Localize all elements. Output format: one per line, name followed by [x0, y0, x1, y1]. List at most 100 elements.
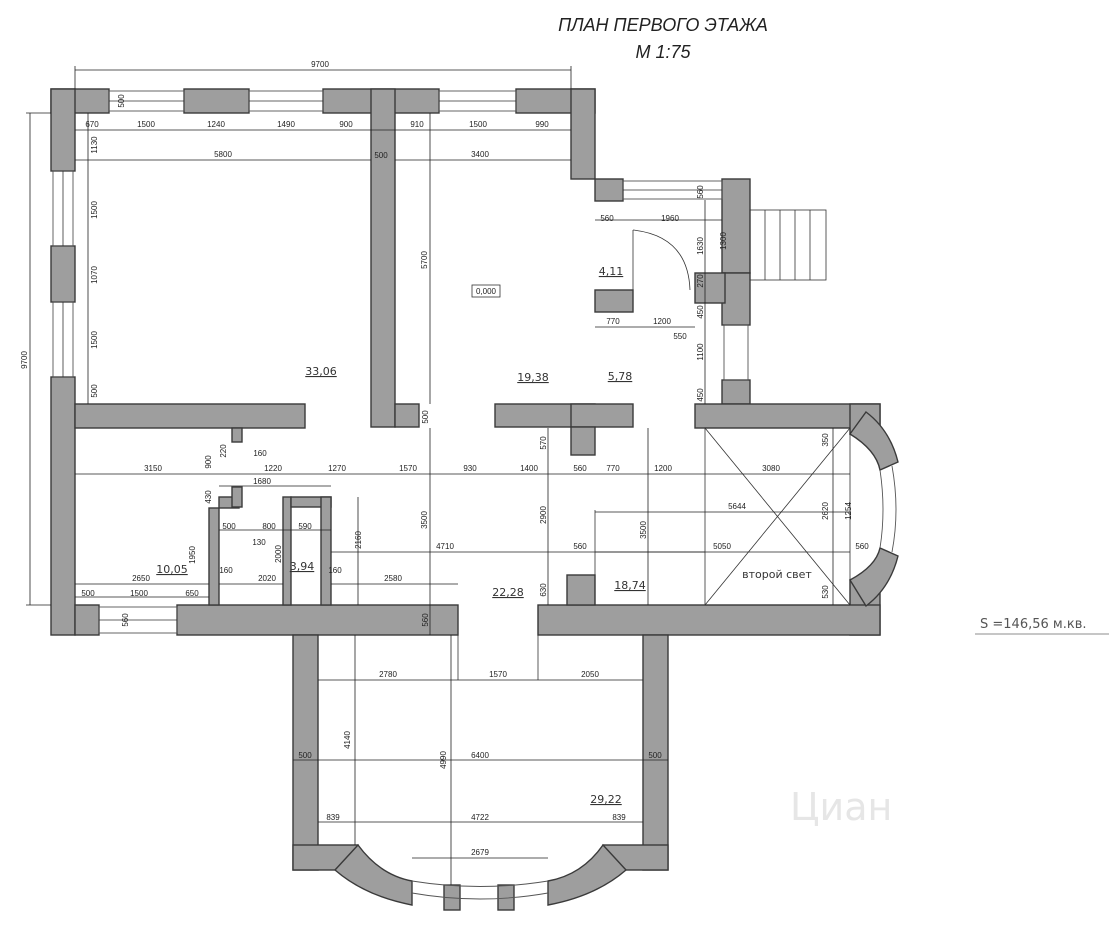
dim-label: 560: [855, 542, 869, 551]
dim-label: 1400: [520, 464, 538, 473]
dim-label: 160: [253, 449, 267, 458]
room-area-label: 3,94: [290, 560, 315, 573]
dim-label: 650: [185, 589, 199, 598]
dim-label: 130: [252, 538, 266, 547]
dim-label: 2160: [354, 531, 363, 549]
dim-label: 9700: [311, 60, 329, 69]
dim-label: 560: [121, 613, 130, 627]
dim-label: 1680: [253, 477, 271, 486]
dim-label: 1254: [844, 502, 853, 520]
dim-label: 500: [374, 151, 388, 160]
dim-label: 1960: [661, 214, 679, 223]
watermark-logo: Циан: [790, 785, 892, 829]
dim-label: 500: [222, 522, 236, 531]
room-areas: 33,06 19,38 5,78 4,11 10,05 3,94 22,28 1…: [156, 265, 646, 806]
dim-label: 770: [606, 317, 620, 326]
dim-label: 560: [421, 613, 430, 627]
dim-label: 670: [85, 120, 99, 129]
dim-label: 2020: [258, 574, 276, 583]
room-area-label: 19,38: [517, 371, 549, 384]
dim-label: 530: [821, 585, 830, 599]
dim-label: 930: [463, 464, 477, 473]
dim-label: 2580: [384, 574, 402, 583]
dim-label: 1300: [719, 232, 728, 250]
dim-label: 560: [573, 542, 587, 551]
dim-label: 430: [204, 490, 213, 504]
dim-label: 5700: [420, 251, 429, 269]
dim-label: 1270: [328, 464, 346, 473]
dim-label: 550: [673, 332, 687, 341]
windows: [52, 90, 897, 900]
dim-label: 1500: [137, 120, 155, 129]
dim-label: 900: [204, 455, 213, 469]
dim-label: 4722: [471, 813, 489, 822]
room-area-label: 22,28: [492, 586, 524, 599]
level-mark: 0,000: [476, 287, 497, 296]
dim-label: 220: [219, 444, 228, 458]
plan-title: ПЛАН ПЕРВОГО ЭТАЖА: [558, 15, 768, 35]
dim-label: 3500: [639, 521, 648, 539]
dim-label: 770: [606, 464, 620, 473]
dim-label: 560: [573, 464, 587, 473]
dim-label: 450: [696, 388, 705, 402]
walls: [50, 88, 899, 911]
dim-label: 1950: [188, 546, 197, 564]
dim-label: 270: [696, 274, 705, 288]
dim-label: 2900: [539, 506, 548, 524]
dim-label: 1490: [277, 120, 295, 129]
dim-label: 910: [410, 120, 424, 129]
dim-label: 6400: [471, 751, 489, 760]
dim-label: 160: [328, 566, 342, 575]
dim-label: 160: [219, 566, 233, 575]
room-area-label: 18,74: [614, 579, 646, 592]
dim-label: 3500: [420, 511, 429, 529]
dim-label: 2780: [379, 670, 397, 679]
room-area-label: 10,05: [156, 563, 188, 576]
dim-label: 2650: [132, 574, 150, 583]
dimension-labels: 9700 9700 500 670 1500 1240 1490 900 910…: [20, 60, 869, 857]
entry-door: [632, 229, 691, 291]
dim-label: 1630: [696, 237, 705, 255]
entry-stairs: [749, 209, 827, 281]
dim-label: 1570: [399, 464, 417, 473]
dim-label: 990: [535, 120, 549, 129]
dim-label: 1570: [489, 670, 507, 679]
dim-label: 2620: [821, 502, 830, 520]
dim-label: 350: [821, 433, 830, 447]
dim-label: 1130: [90, 136, 99, 154]
dim-label: 2679: [471, 848, 489, 857]
dim-label: 590: [298, 522, 312, 531]
room-area-label: 29,22: [590, 793, 622, 806]
dim-label: 1500: [130, 589, 148, 598]
dim-label: 5800: [214, 150, 232, 159]
dim-label: 570: [539, 436, 548, 450]
dim-label: 839: [612, 813, 626, 822]
dim-label: 1220: [264, 464, 282, 473]
dim-label: 1100: [696, 343, 705, 361]
dim-label: 839: [326, 813, 340, 822]
level-mark-box: [471, 284, 501, 298]
room-area-label: 33,06: [305, 365, 337, 378]
dim-label: 450: [696, 305, 705, 319]
dim-label: 1200: [653, 317, 671, 326]
dim-label: 1500: [90, 201, 99, 219]
room-area-label: 5,78: [608, 370, 633, 383]
dim-label: 9700: [20, 351, 29, 369]
dim-label: 560: [600, 214, 614, 223]
dim-label: 2000: [274, 545, 283, 563]
dim-label: 900: [339, 120, 353, 129]
dim-label: 3150: [144, 464, 162, 473]
dim-label: 1200: [654, 464, 672, 473]
dim-label: 4710: [436, 542, 454, 551]
room-area-label: 4,11: [599, 265, 624, 278]
dim-label: 4990: [439, 751, 448, 769]
dim-label: 500: [648, 751, 662, 760]
second-light-label: второй свет: [742, 568, 812, 581]
dim-label: 500: [421, 410, 430, 424]
dim-label: 5644: [728, 502, 746, 511]
dim-label: 1500: [90, 331, 99, 349]
dim-label: 500: [117, 94, 126, 108]
dim-label: 5050: [713, 542, 731, 551]
dim-label: 3080: [762, 464, 780, 473]
